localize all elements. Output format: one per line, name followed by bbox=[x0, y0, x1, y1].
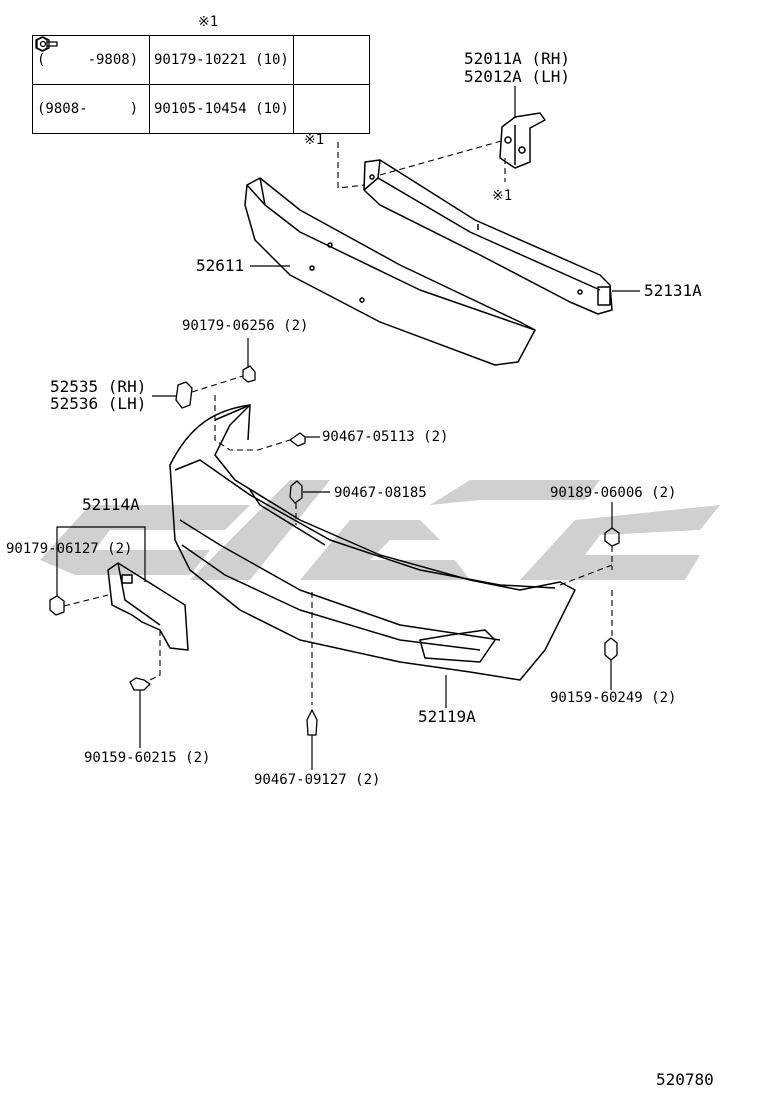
label-clip-b: 90467-08185 bbox=[334, 485, 427, 501]
leader-lines bbox=[56, 86, 640, 770]
label-reinforcement: 52131A bbox=[644, 281, 702, 300]
fastener-variant-table: ( -9808) 90179-10221 (10) (9808- ) 90105… bbox=[32, 35, 371, 134]
label-nut-right: 90189-06006 (2) bbox=[550, 485, 677, 501]
label-energy-absorber: 52611 bbox=[196, 256, 245, 275]
label-bumper-cover: 52119A bbox=[418, 707, 476, 726]
table-cell-part: 90105-10454 (10) bbox=[149, 84, 294, 134]
screw-icon bbox=[129, 677, 151, 691]
table-cell-range: ( -9808) bbox=[32, 35, 150, 85]
label-nut-top: 90179-06256 (2) bbox=[182, 318, 309, 334]
label-clip-a: 90467-05113 (2) bbox=[322, 429, 449, 445]
diagram-number: 520780 bbox=[656, 1070, 714, 1089]
label-retainer-lh: 52536 (LH) bbox=[50, 394, 147, 413]
watermark-logo bbox=[40, 480, 720, 580]
bumper-cover bbox=[169, 404, 576, 681]
label-license-plate-bracket: 52114A bbox=[82, 495, 140, 514]
table-row: ( -9808) 90179-10221 (10) bbox=[32, 35, 371, 85]
label-retainer-rh: 52535 (RH) bbox=[50, 377, 147, 396]
retainer-icon bbox=[175, 381, 193, 409]
nut-icon bbox=[49, 595, 65, 616]
label-nut-plate: 90179-06127 (2) bbox=[6, 541, 133, 557]
nut-icon bbox=[242, 365, 256, 383]
clip-icon bbox=[306, 709, 318, 736]
label-bracket-rh: 52011A (RH) bbox=[464, 49, 570, 68]
label-screw-right: 90159-60249 (2) bbox=[550, 690, 677, 706]
label-clip-bottom: 90467-09127 (2) bbox=[254, 772, 381, 788]
energy-absorber bbox=[244, 177, 536, 366]
label-bracket-lh: 52012A (LH) bbox=[464, 67, 570, 86]
bumper-reinforcement bbox=[363, 159, 613, 315]
screw-icon bbox=[604, 637, 618, 661]
bolt-icon bbox=[34, 35, 58, 52]
table-cell-part: 90179-10221 (10) bbox=[149, 35, 294, 85]
table-row: (9808- ) 90105-10454 (10) bbox=[32, 35, 371, 134]
table-cell-icon bbox=[34, 35, 371, 134]
license-plate-bracket bbox=[107, 562, 189, 651]
table-cell-icon bbox=[35, 35, 371, 85]
reference-mark: ※1 bbox=[304, 132, 325, 148]
alignment-lines bbox=[63, 139, 613, 705]
bumper-side-bracket bbox=[499, 112, 546, 169]
label-screw-plate: 90159-60215 (2) bbox=[84, 750, 211, 766]
clip-icon bbox=[289, 480, 303, 504]
table-reference-mark: ※1 bbox=[198, 14, 219, 30]
clip-icon bbox=[289, 432, 306, 447]
fastener-icons bbox=[49, 365, 620, 736]
reference-mark: ※1 bbox=[492, 188, 513, 204]
table-cell-range: (9808- ) bbox=[32, 84, 150, 134]
